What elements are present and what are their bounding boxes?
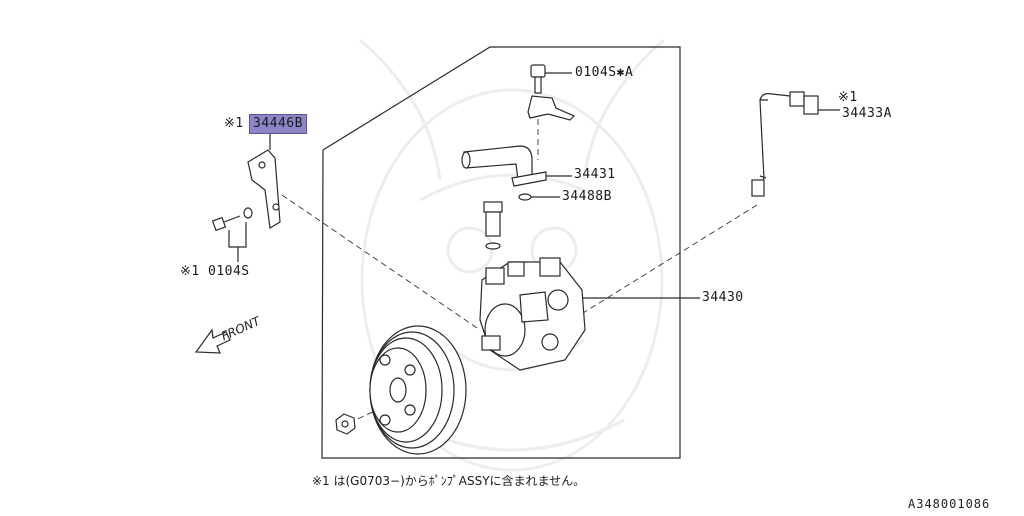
bracket-bolt-part [211, 207, 253, 262]
o-ring-part [518, 193, 560, 201]
pump-assy-part-number[interactable]: 34430 [702, 290, 744, 305]
pulley-nut-part [335, 413, 356, 435]
top-bolt-part [527, 64, 576, 121]
pump-body-part [479, 257, 700, 371]
pipe-part-number[interactable]: 34431 [574, 167, 616, 182]
bracket-bolt-part-number[interactable]: 0104S [208, 264, 250, 279]
bracket-part [247, 133, 281, 229]
o-ring-part-number[interactable]: 34488B [562, 189, 612, 204]
watermark-emblem [359, 38, 665, 472]
hose-part [751, 91, 840, 197]
pipe-part [461, 145, 572, 187]
reference-code: A348001086 [908, 497, 991, 511]
footnote: ※1 は(G0703−)からﾎﾟﾝﾌﾟASSYに含まれません。 [312, 474, 586, 488]
fitting-part [483, 201, 503, 250]
bracket-bolt-mark: ※1 [180, 264, 200, 279]
hose-mark: ※1 [838, 90, 858, 105]
hose-part-number[interactable]: 34433A [842, 106, 892, 121]
bracket-part-number[interactable]: 34446B [249, 114, 307, 134]
top-bolt-part-number[interactable]: 0104S✱A [575, 65, 634, 80]
pulley-part [369, 325, 467, 455]
front-arrow-icon [194, 328, 231, 354]
bracket-mark: ※1 [224, 116, 244, 131]
